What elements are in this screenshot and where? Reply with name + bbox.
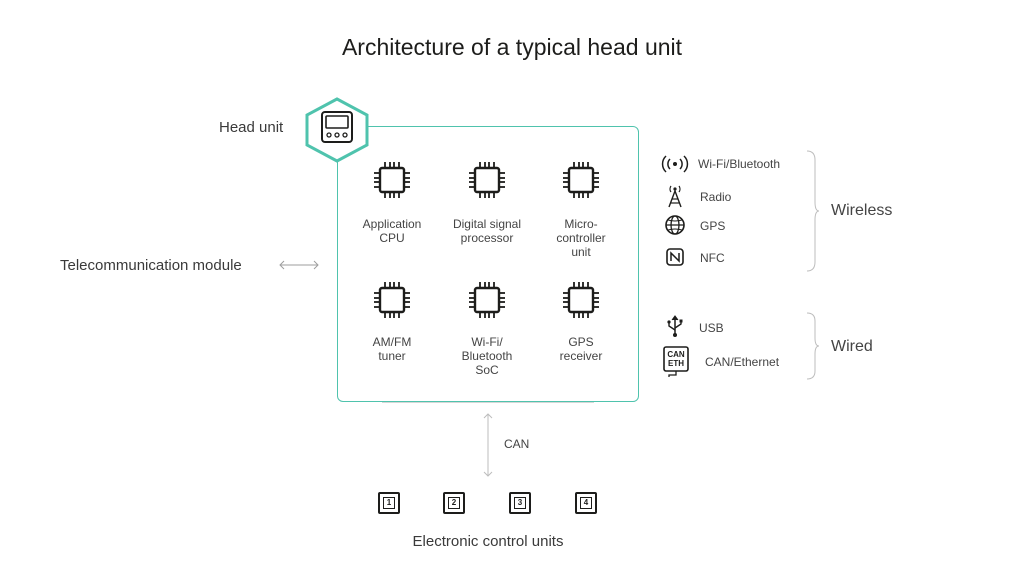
chip-label-mcu: Micro- controller unit bbox=[556, 217, 606, 259]
gps-label: GPS bbox=[700, 219, 726, 233]
chip-label-dsp: Digital signal processor bbox=[452, 217, 522, 245]
ecu-label: Electronic control units bbox=[412, 533, 564, 550]
nfc-icon bbox=[666, 248, 684, 266]
chip-label-application-cpu: Application CPU bbox=[362, 217, 422, 245]
wireless-label: Wireless bbox=[831, 202, 893, 219]
chip-icon bbox=[374, 282, 410, 318]
wifi-bluetooth-icon bbox=[661, 155, 689, 173]
can-eth-icon: CAN ETH bbox=[663, 346, 689, 377]
eth-icon-text: ETH bbox=[668, 359, 684, 368]
wireless-bracket bbox=[806, 150, 820, 272]
head-unit-label: Head unit bbox=[219, 119, 284, 136]
ecu-3: 3 bbox=[509, 492, 531, 514]
head-unit-icon bbox=[305, 97, 369, 163]
chip-label-amfm-tuner: AM/FM tuner bbox=[372, 335, 412, 363]
chip-label-gps-receiver: GPS receiver bbox=[559, 335, 603, 363]
telecom-module-box bbox=[337, 126, 639, 402]
can-label: CAN bbox=[504, 437, 530, 451]
wifi-bluetooth-label: Wi-Fi/Bluetooth bbox=[698, 157, 781, 171]
chip-icon bbox=[469, 282, 505, 318]
ecu-number: 4 bbox=[580, 497, 592, 509]
can-icon-text: CAN bbox=[667, 350, 685, 359]
ecu-number: 3 bbox=[514, 497, 526, 509]
globe-icon bbox=[665, 215, 685, 235]
nfc-label: NFC bbox=[700, 251, 725, 265]
ecu-4: 4 bbox=[575, 492, 597, 514]
chip-icon bbox=[374, 162, 410, 198]
wired-label: Wired bbox=[831, 338, 873, 355]
ecu-2: 2 bbox=[443, 492, 465, 514]
can-ethernet-label: CAN/Ethernet bbox=[705, 355, 780, 369]
chip-icon bbox=[469, 162, 505, 198]
can-bus-line bbox=[382, 402, 594, 403]
usb-icon bbox=[667, 315, 683, 337]
double-arrow-icon bbox=[279, 260, 319, 270]
usb-label: USB bbox=[699, 321, 724, 335]
can-arrow-icon bbox=[483, 413, 493, 477]
telecom-module-label: Telecommunication module bbox=[60, 257, 242, 274]
radio-label: Radio bbox=[700, 190, 732, 204]
wired-bracket bbox=[806, 312, 820, 380]
ecu-number: 1 bbox=[383, 497, 395, 509]
chip-icon bbox=[563, 162, 599, 198]
chip-icon bbox=[563, 282, 599, 318]
radio-tower-icon bbox=[668, 185, 682, 208]
diagram-title: Architecture of a typical head unit bbox=[341, 34, 683, 60]
ecu-1: 1 bbox=[378, 492, 400, 514]
chip-label-wifi-bt-soc: Wi-Fi/ Bluetooth SoC bbox=[461, 335, 513, 377]
ecu-number: 2 bbox=[448, 497, 460, 509]
